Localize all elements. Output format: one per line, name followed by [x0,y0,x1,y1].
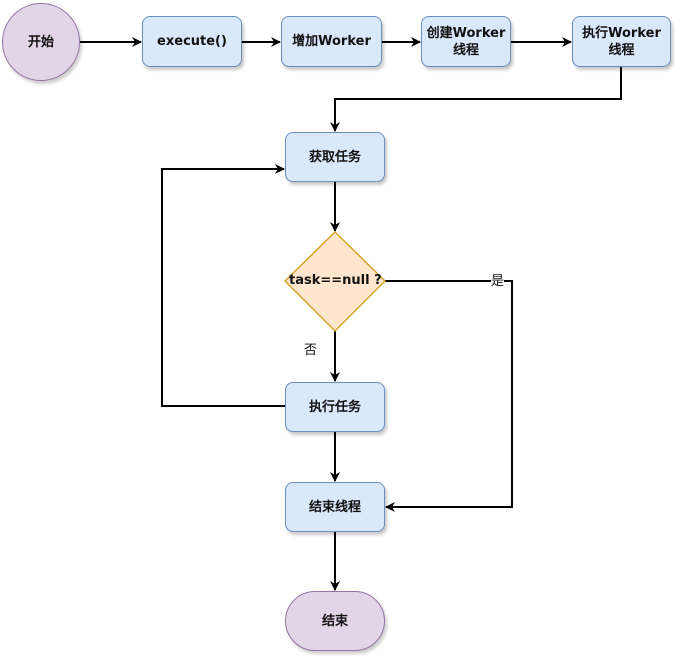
end-label: 结束 [321,613,348,629]
get-task-node: 获取任务 [285,132,385,182]
edge-run-gettask [330,66,622,132]
create-worker-node: 创建Worker 线程 [421,16,511,67]
add-worker-label: 增加Worker [292,34,371,49]
create-worker-label: 创建Worker 线程 [426,25,506,58]
add-worker-node: 增加Worker [281,16,382,67]
decision-diamond [283,230,387,333]
get-task-label: 获取任务 [308,149,361,165]
start-node: 开始 [2,3,80,81]
execute-node: execute() [142,16,242,67]
run-task-node: 执行任务 [285,382,385,432]
start-label: 开始 [27,34,54,50]
edge-decision-yes [385,280,513,512]
edge-label-no: 否 [304,343,318,358]
end-thread-node: 结束线程 [285,482,385,532]
run-task-label: 执行任务 [308,399,361,415]
execute-label: execute() [157,34,227,49]
end-node: 结束 [285,591,385,651]
end-thread-label: 结束线程 [308,499,361,515]
decision-label: task==null ? [289,273,382,288]
run-worker-label: 执行Worker 线程 [582,25,661,58]
edge-label-yes: 是 [491,274,505,289]
edge-runtask-loop [161,164,285,407]
run-worker-node: 执行Worker 线程 [572,16,671,67]
